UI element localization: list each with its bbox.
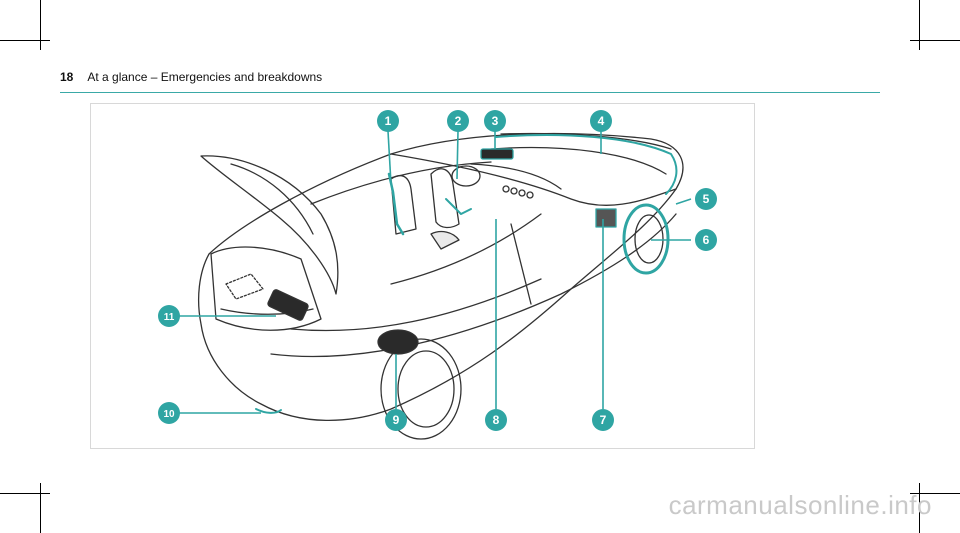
vent	[502, 185, 510, 193]
door-line	[390, 213, 542, 285]
crop-mark	[0, 40, 50, 41]
front-wheel	[622, 203, 670, 275]
trunk-lid-inner	[230, 163, 314, 235]
callout-10: 10	[158, 402, 180, 424]
driver-seat	[430, 168, 460, 229]
cargo-net	[225, 273, 264, 300]
leader-line-2	[456, 130, 459, 180]
callout-2: 2	[447, 110, 469, 132]
header-rule	[60, 92, 880, 93]
hood-line	[500, 132, 672, 150]
leader-line-1	[387, 130, 392, 185]
crop-mark	[919, 483, 920, 533]
svg-text:8: 8	[493, 413, 500, 427]
console-highlight	[445, 198, 472, 215]
rear-bumper-highlight	[255, 408, 282, 414]
callout-5: 5	[695, 188, 717, 210]
callouts: 1 2 3 4 5 6 7 8 9 10 11	[158, 110, 717, 431]
crop-mark	[919, 0, 920, 50]
overhead-panel	[480, 148, 514, 160]
section-title: At a glance – Emergencies and breakdowns	[87, 70, 323, 84]
crop-mark	[40, 483, 41, 533]
svg-text:9: 9	[393, 413, 400, 427]
svg-text:6: 6	[703, 233, 710, 247]
rear-wheel-inner	[397, 350, 455, 428]
car-illustration: 1 2 3 4 5 6 7 8 9 10 11	[158, 110, 717, 440]
vent	[526, 191, 534, 199]
trunk-lid	[200, 155, 339, 295]
svg-text:2: 2	[455, 114, 462, 128]
crop-mark	[40, 0, 41, 50]
side-sill	[270, 213, 677, 358]
svg-text:11: 11	[164, 312, 175, 323]
car-body-outline	[197, 132, 684, 422]
svg-text:7: 7	[600, 413, 607, 427]
svg-text:1: 1	[385, 114, 392, 128]
dashboard	[470, 163, 562, 190]
svg-text:10: 10	[163, 409, 175, 420]
crop-mark	[910, 493, 960, 494]
svg-text:3: 3	[492, 114, 499, 128]
front-compartment	[595, 208, 617, 228]
side-crease	[290, 278, 542, 332]
trunk-opening	[210, 246, 322, 331]
svg-text:4: 4	[598, 114, 605, 128]
callout-7: 7	[592, 409, 614, 431]
vent	[510, 187, 518, 195]
windshield-line	[390, 153, 677, 206]
callout-4: 4	[590, 110, 612, 132]
callout-8: 8	[485, 409, 507, 431]
callout-3: 3	[484, 110, 506, 132]
car-illustration-figure: 1 2 3 4 5 6 7 8 9 10 11	[90, 103, 755, 449]
crop-mark	[0, 493, 50, 494]
watermark: carmanualsonline.info	[668, 490, 932, 520]
door-line-2	[510, 223, 532, 305]
page-number: 18	[60, 70, 74, 84]
svg-text:5: 5	[703, 192, 710, 206]
callout-6: 6	[695, 229, 717, 251]
armrest	[430, 230, 460, 250]
callout-1: 1	[377, 110, 399, 132]
front-wheel-inner	[634, 214, 664, 264]
page-header: 18 At a glance – Emergencies and breakdo…	[60, 70, 322, 84]
rear-wheel	[380, 338, 462, 440]
crop-mark	[910, 40, 960, 41]
leader-line-5	[675, 198, 692, 205]
vent	[518, 189, 526, 197]
trunk-item	[267, 289, 309, 321]
hood-crease	[490, 146, 667, 175]
hood-highlight	[495, 134, 678, 195]
callout-11: 11	[158, 305, 180, 327]
callout-9: 9	[385, 409, 407, 431]
front-seat-back	[390, 175, 417, 235]
steering-wheel	[451, 165, 481, 187]
fuel-filler-flap	[377, 329, 419, 355]
